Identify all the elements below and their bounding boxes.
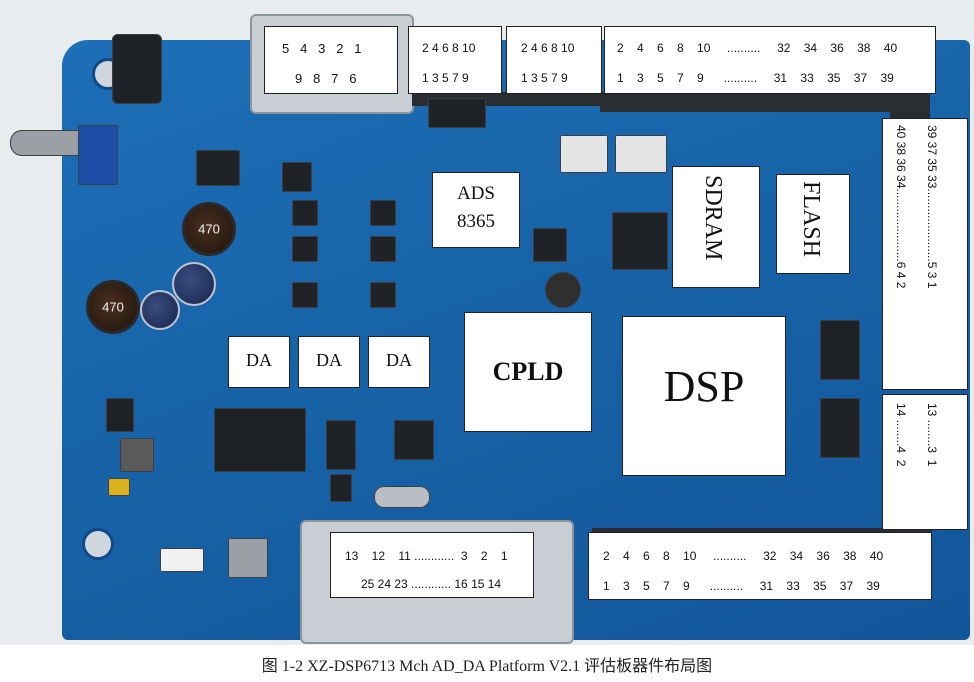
pin-row: 5 4 3 2 1 xyxy=(282,41,362,56)
electrolytic-capacitor xyxy=(140,290,180,330)
sdram-label: SDRAM xyxy=(672,166,760,288)
ic xyxy=(428,98,486,128)
inductor-470: 470 xyxy=(86,280,140,334)
label-line: ADS xyxy=(456,183,495,204)
capacitor-yellow xyxy=(108,478,130,496)
ic xyxy=(394,420,434,460)
label-text: DA xyxy=(316,350,342,370)
pin-column: 13 ........3 1 xyxy=(925,403,939,467)
pin-column: 40 38 36 34......................6 4 2 xyxy=(894,125,908,289)
flash-label: FLASH xyxy=(776,174,850,274)
header-2pin xyxy=(160,548,204,572)
ic xyxy=(214,408,306,472)
label-text: DSP xyxy=(663,362,745,411)
label-line: 8365 xyxy=(457,211,495,232)
ic xyxy=(370,236,396,262)
mini-usb xyxy=(228,538,268,578)
toggle-switch-body xyxy=(78,125,118,185)
ic xyxy=(330,474,352,502)
inductor-value: 470 xyxy=(102,299,124,315)
pin-row: 1 3 5 7 9 xyxy=(422,71,469,85)
ic xyxy=(120,438,154,472)
label-text: DA xyxy=(386,350,412,370)
header14-pinout-label: 14 ........4 2 13 ........3 1 xyxy=(882,394,968,530)
header40-right-pinout-label: 40 38 36 34......................6 4 2 3… xyxy=(882,118,968,390)
db9-pinout-label: 5 4 3 2 1 9 8 7 6 xyxy=(264,26,398,94)
pin-row: 1 3 5 7 9 .......... 31 33 35 37 39 xyxy=(603,579,880,593)
pin-row: 2 4 6 8 10 .......... 32 34 36 38 40 xyxy=(603,549,884,563)
pin-column: 14 ........4 2 xyxy=(894,403,908,467)
inductor-470: 470 xyxy=(182,202,236,256)
ic xyxy=(326,420,356,470)
header-a-pinout-label: 2 4 6 8 10 1 3 5 7 9 xyxy=(408,26,502,94)
ic xyxy=(820,398,860,458)
da-label: DA xyxy=(298,336,360,388)
ic xyxy=(292,200,318,226)
ic xyxy=(820,320,860,380)
ic xyxy=(292,236,318,262)
pin-row: 9 8 7 6 xyxy=(295,71,357,86)
ic xyxy=(196,150,240,186)
header-b-pinout-label: 2 4 6 8 10 1 3 5 7 9 xyxy=(506,26,602,94)
ic xyxy=(533,228,567,262)
ic xyxy=(282,162,312,192)
inductor-value: 470 xyxy=(198,221,220,237)
ic xyxy=(370,282,396,308)
header-strip xyxy=(600,92,930,112)
pin-row: 1 3 5 7 9 xyxy=(521,71,568,85)
cpld-label: CPLD xyxy=(464,312,592,432)
ic xyxy=(612,212,668,270)
pin-row: 2 4 6 8 10 .......... 32 34 36 38 40 xyxy=(617,41,898,55)
label-text: FLASH xyxy=(798,181,824,258)
pin-row: 2 4 6 8 10 xyxy=(422,41,476,55)
power-jack xyxy=(112,34,162,104)
pin-row: 1 3 5 7 9 .......... 31 33 35 37 39 xyxy=(617,71,894,85)
label-text: DA xyxy=(246,350,272,370)
dip-switch xyxy=(560,135,608,173)
push-button xyxy=(545,272,581,308)
label-text: CPLD xyxy=(492,357,564,386)
electrolytic-capacitor xyxy=(172,262,216,306)
da-label: DA xyxy=(228,336,290,388)
ads8365-label: ADS 8365 xyxy=(432,172,520,248)
header40-bottom-pinout-label: 2 4 6 8 10 .......... 32 34 36 38 40 1 3… xyxy=(588,532,932,600)
crystal xyxy=(374,486,430,508)
db25-pinout-label: 13 12 11 ............ 3 2 1 25 24 23 ...… xyxy=(330,532,534,598)
toggle-switch xyxy=(10,130,90,156)
pin-column: 39 37 35 33......................5 3 1 xyxy=(925,125,939,289)
dsp-label: DSP xyxy=(622,316,786,476)
figure-caption: 图 1-2 XZ-DSP6713 Mch AD_DA Platform V2.1… xyxy=(261,658,713,675)
da-label: DA xyxy=(368,336,430,388)
pin-row: 25 24 23 ............ 16 15 14 xyxy=(361,577,502,591)
ic xyxy=(370,200,396,226)
ic xyxy=(292,282,318,308)
mounting-hole xyxy=(82,528,114,560)
header40-top-pinout-label: 2 4 6 8 10 .......... 32 34 36 38 40 1 3… xyxy=(604,26,936,94)
pin-row: 13 12 11 ............ 3 2 1 xyxy=(345,549,508,563)
label-text: SDRAM xyxy=(700,175,726,261)
dip-switch xyxy=(615,135,667,173)
ic xyxy=(106,398,134,432)
pin-row: 2 4 6 8 10 xyxy=(521,41,575,55)
